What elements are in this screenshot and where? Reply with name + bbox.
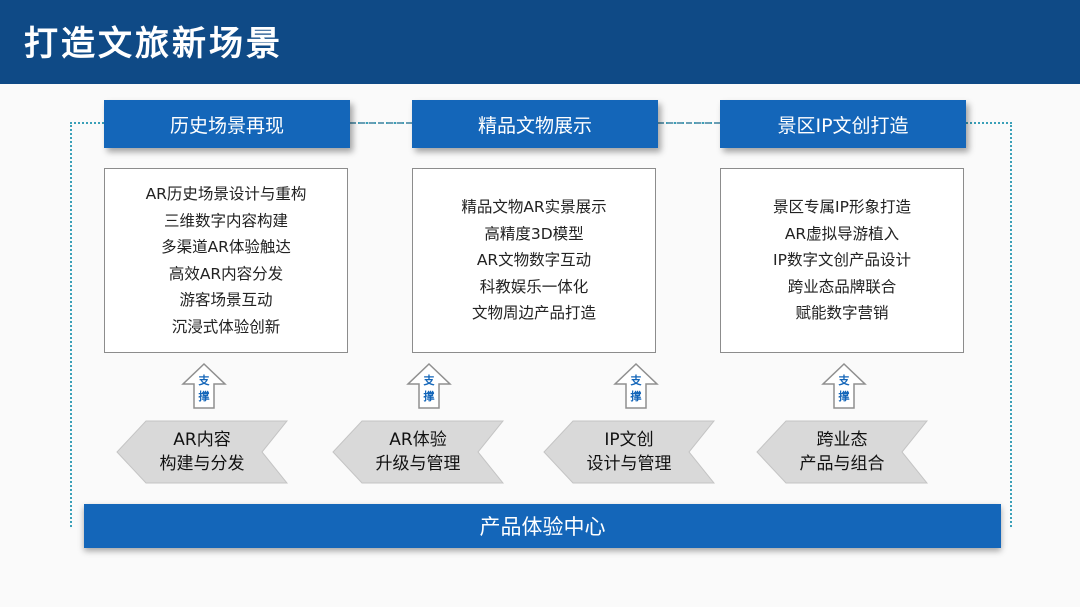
list-item: AR虚拟导游植入 xyxy=(784,224,900,243)
support-label: 撑 xyxy=(423,390,435,403)
chevron-label: 升级与管理 xyxy=(375,454,461,474)
chevron-label: IP文创 xyxy=(604,430,654,450)
page-title: 打造文旅新场景 xyxy=(24,24,283,64)
list-item: 多渠道AR体验触达 xyxy=(161,238,291,256)
support-label: 支 xyxy=(838,374,850,387)
support-arrow-icon: 支 撑 xyxy=(405,362,453,410)
list-item: 赋能数字营销 xyxy=(795,304,889,323)
chevron-label: 构建与分发 xyxy=(159,454,245,474)
support-arrow-icon: 支 撑 xyxy=(180,362,228,410)
chevron-cross-industry: 跨业态 产品与组合 xyxy=(756,420,928,484)
dashed-connector-2 xyxy=(658,122,720,124)
chevron-label: AR内容 xyxy=(173,430,231,450)
column-header-ip: 景区IP文创打造 xyxy=(720,100,966,148)
chevron-ar-content: AR内容 构建与分发 xyxy=(116,420,288,484)
column-box-artifacts: 精品文物AR实景展示 高精度3D模型 AR文物数字互动 科教娱乐一体化 文物周边… xyxy=(412,168,656,353)
list-item: 高效AR内容分发 xyxy=(168,264,284,283)
support-label: 支 xyxy=(423,374,435,387)
dashed-connector-1 xyxy=(350,122,412,124)
list-item: 景区专属IP形象打造 xyxy=(773,198,911,217)
chevron-label: 跨业态 xyxy=(816,430,868,450)
support-arrow-icon: 支 撑 xyxy=(820,362,868,410)
chevron-ar-experience: AR体验 升级与管理 xyxy=(332,420,504,484)
list-item: 跨业态品牌联合 xyxy=(787,277,897,296)
header-bar: 打造文旅新场景 xyxy=(0,0,1080,84)
list-item: 科教娱乐一体化 xyxy=(479,277,589,296)
list-item: 文物周边产品打造 xyxy=(471,304,596,323)
list-item: 高精度3D模型 xyxy=(484,224,584,243)
list-item: 游客场景互动 xyxy=(179,291,273,309)
support-arrow-icon: 支 撑 xyxy=(612,362,660,410)
list-item: 精品文物AR实景展示 xyxy=(461,198,607,217)
column-box-history: AR历史场景设计与重构 三维数字内容构建 多渠道AR体验触达 高效AR内容分发 … xyxy=(104,168,348,353)
list-item: IP数字文创产品设计 xyxy=(773,251,911,270)
column-box-ip: 景区专属IP形象打造 AR虚拟导游植入 IP数字文创产品设计 跨业态品牌联合 赋… xyxy=(720,168,964,353)
chevron-label: 产品与组合 xyxy=(799,454,885,474)
list-item: AR历史场景设计与重构 xyxy=(145,185,307,203)
support-label: 支 xyxy=(630,374,642,387)
chevron-ip-creative: IP文创 设计与管理 xyxy=(543,420,715,484)
list-item: 三维数字内容构建 xyxy=(163,211,288,230)
column-header-history: 历史场景再现 xyxy=(104,100,350,148)
support-label: 撑 xyxy=(630,390,642,403)
chevron-label: AR体验 xyxy=(389,430,447,450)
support-label: 撑 xyxy=(198,390,210,403)
chevron-label: 设计与管理 xyxy=(586,454,672,474)
product-experience-center-bar: 产品体验中心 xyxy=(84,504,1001,548)
list-item: 沉浸式体验创新 xyxy=(171,317,281,336)
support-label: 撑 xyxy=(838,390,850,403)
support-label: 支 xyxy=(198,374,210,387)
column-header-artifacts: 精品文物展示 xyxy=(412,100,658,148)
list-item: AR文物数字互动 xyxy=(476,251,592,270)
